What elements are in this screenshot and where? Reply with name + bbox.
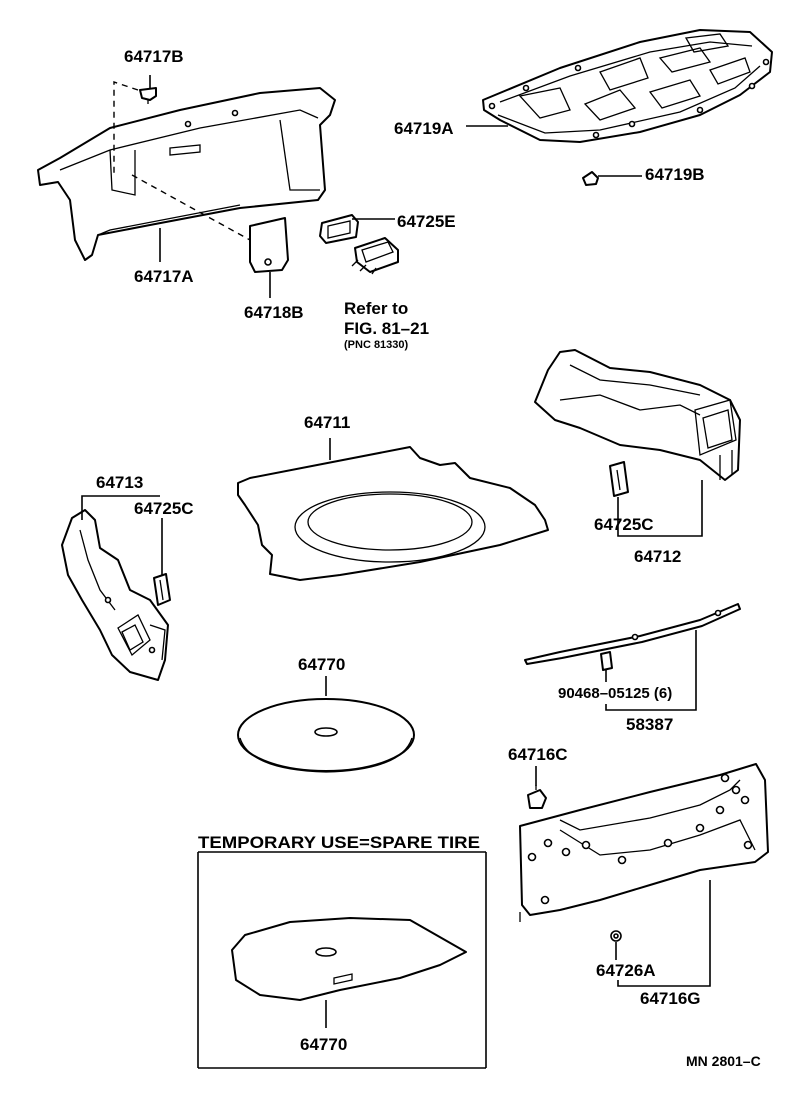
part-64717A-trim-panel	[37, 87, 336, 261]
part-90468-screw	[600, 651, 613, 671]
part-64712-right-side-trim	[534, 349, 741, 481]
part-64726A-nut	[610, 930, 622, 942]
part-64718B-cover	[249, 217, 289, 273]
temporary-use-box	[197, 851, 487, 1069]
label-64716C: 64716C	[508, 745, 568, 764]
part-relay-module	[351, 237, 399, 275]
label-64711: 64711	[304, 413, 350, 432]
part-64716C-clip	[527, 785, 547, 809]
label-90468: 90468–05125 (6)	[558, 685, 672, 702]
part-64716G-back-trim	[519, 763, 769, 922]
label-64719A: 64719A	[394, 119, 454, 138]
part-64725C-right-clip	[609, 461, 629, 497]
figure-code: MN 2801–C	[686, 1053, 761, 1069]
label-64719B: 64719B	[645, 165, 705, 184]
part-64719B-clip	[582, 171, 599, 186]
label-64770-top: 64770	[298, 655, 345, 674]
part-64770-temporary-cover	[231, 917, 467, 1001]
label-refer-pnc: (PNC 81330)	[344, 339, 409, 351]
part-64770-tire-cover	[237, 698, 415, 773]
label-58387: 58387	[626, 715, 673, 734]
label-temporary-use: TEMPORARY USE=SPARE TIRE	[198, 833, 480, 852]
label-64726A: 64726A	[596, 961, 656, 980]
part-64719A-trunk-lid-liner	[482, 29, 773, 143]
part-64711-floor-board	[237, 446, 549, 581]
label-64717A: 64717A	[134, 267, 194, 286]
label-64717B: 64717B	[124, 47, 184, 66]
label-refer-to: Refer to	[344, 299, 408, 318]
label-64725C-right: 64725C	[594, 515, 654, 534]
part-64717B-clip	[139, 87, 157, 104]
part-58387-strip	[524, 603, 741, 665]
label-64712: 64712	[634, 547, 681, 566]
label-64725E: 64725E	[397, 212, 456, 231]
part-64725E-grommet	[319, 214, 359, 244]
label-64716G: 64716G	[640, 989, 701, 1008]
label-64713: 64713	[96, 473, 143, 492]
label-64725C-left: 64725C	[134, 499, 194, 518]
part-64725C-left-clip	[153, 573, 171, 606]
label-64718B: 64718B	[244, 303, 304, 322]
label-refer-fig: FIG. 81–21	[344, 319, 429, 338]
label-64770-bottom: 64770	[300, 1035, 347, 1054]
part-64713-left-side-trim	[61, 509, 169, 681]
